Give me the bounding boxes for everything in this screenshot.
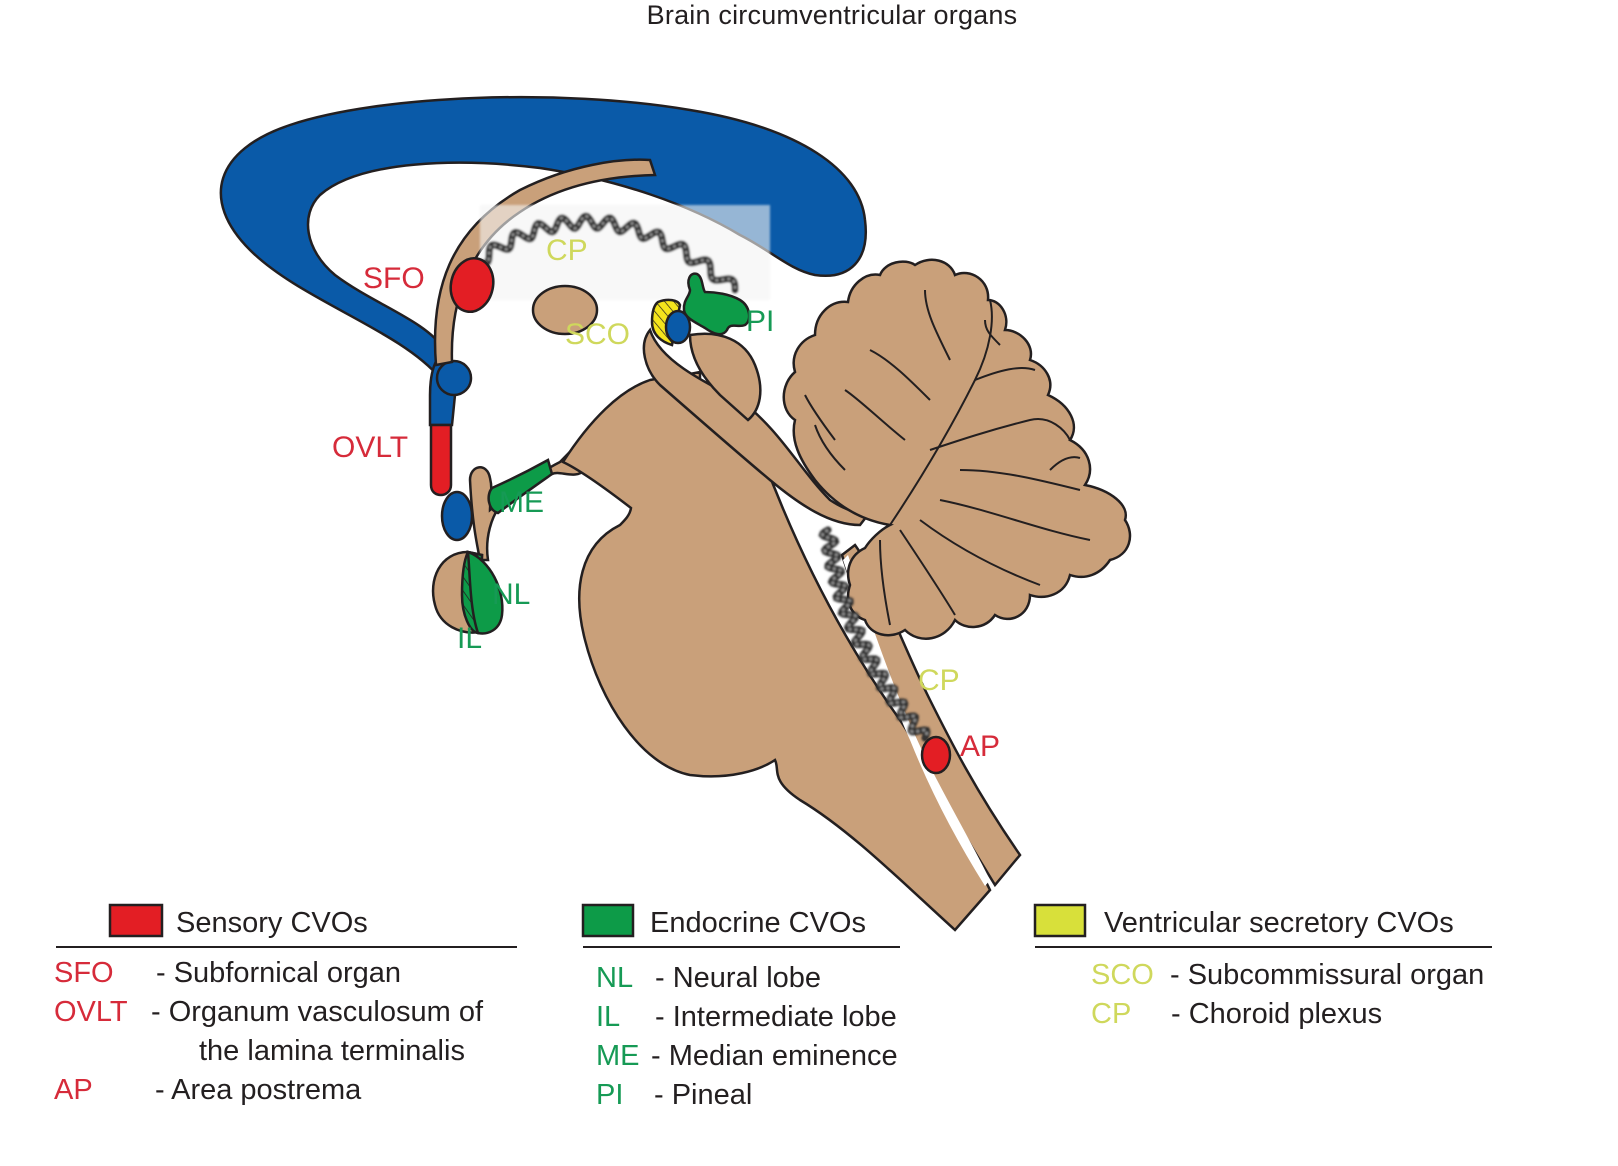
- legend-desc-sco: - Subcommissural organ: [1170, 961, 1484, 990]
- legend-abbr-sfo: SFO: [54, 959, 114, 988]
- choroid-plexus-top: [478, 205, 770, 300]
- label-pi: PI: [746, 307, 774, 337]
- legend-desc-me: - Median eminence: [651, 1042, 898, 1071]
- legend-desc-ovlt-cont: the lamina terminalis: [199, 1037, 465, 1066]
- legend-abbr-nl: NL: [596, 964, 633, 993]
- legend-desc-sfo: - Subfornical organ: [156, 959, 401, 988]
- label-sco: SCO: [565, 320, 630, 350]
- legend-swatch-secretory: [1035, 905, 1085, 936]
- legend-sensory-title: Sensory CVOs: [176, 909, 368, 938]
- legend-swatch-endocrine: [583, 905, 633, 936]
- legend-swatch-sensory: [110, 905, 162, 936]
- label-ap: AP: [960, 732, 1000, 762]
- label-sfo: SFO: [363, 264, 425, 294]
- legend-secretory-title: Ventricular secretory CVOs: [1104, 909, 1454, 938]
- legend-desc-nl: - Neural lobe: [655, 964, 821, 993]
- ovlt-organ: [431, 425, 451, 495]
- interventricular-foramen-bulge: [437, 361, 471, 395]
- legend-endocrine-title: Endocrine CVOs: [650, 909, 866, 938]
- legend-desc-ap: - Area postrema: [155, 1076, 361, 1105]
- legend-desc-pi: - Pineal: [654, 1081, 752, 1110]
- legend-abbr-cp: CP: [1091, 1000, 1131, 1029]
- label-cp-top: CP: [546, 236, 588, 266]
- legend-abbr-il: IL: [596, 1003, 620, 1032]
- legend-desc-ovlt: - Organum vasculosum of: [151, 998, 483, 1027]
- legend-abbr-me: ME: [596, 1042, 640, 1071]
- label-ovlt: OVLT: [332, 433, 408, 463]
- label-nl: NL: [492, 580, 530, 610]
- legend-abbr-ovlt: OVLT: [54, 998, 128, 1027]
- optic-recess: [442, 492, 472, 540]
- label-il: IL: [457, 624, 482, 654]
- label-me: ME: [499, 488, 544, 518]
- ap-organ: [922, 737, 950, 773]
- label-cp-bottom: CP: [918, 666, 960, 696]
- legend-desc-il: - Intermediate lobe: [655, 1003, 897, 1032]
- legend-abbr-ap: AP: [54, 1076, 93, 1105]
- legend-abbr-sco: SCO: [1091, 961, 1154, 990]
- legend-abbr-pi: PI: [596, 1081, 623, 1110]
- legend-desc-cp: - Choroid plexus: [1171, 1000, 1382, 1029]
